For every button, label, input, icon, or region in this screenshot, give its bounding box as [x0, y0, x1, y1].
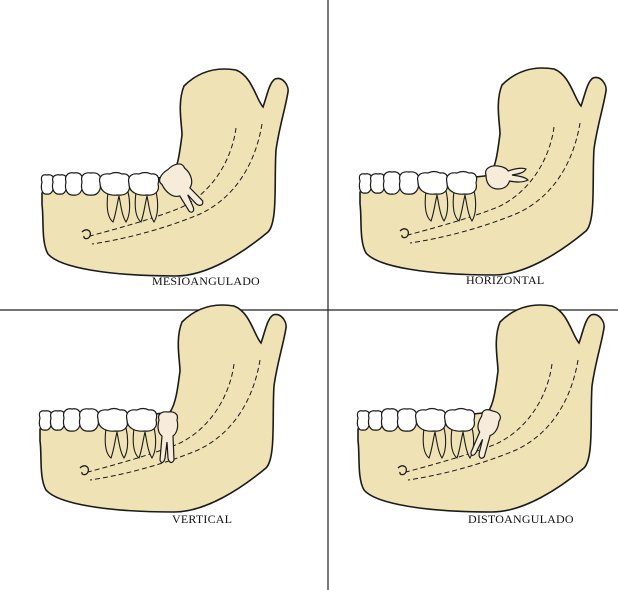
panel-distoangular — [357, 305, 604, 512]
mandible-illustration — [39, 305, 286, 512]
panel-label-distoangular: DISTOANGULADO — [468, 512, 574, 527]
panel-mesioangular — [41, 69, 288, 276]
panel-horizontal — [359, 68, 606, 275]
panel-label-mesioangular: MESIOANGULADO — [152, 274, 260, 289]
panel-vertical — [39, 305, 286, 512]
panel-label-vertical: VERTICAL — [172, 512, 232, 527]
mandible-illustration — [359, 68, 606, 275]
panel-label-horizontal: HORIZONTAL — [466, 273, 544, 288]
mandible-illustration — [357, 305, 604, 512]
